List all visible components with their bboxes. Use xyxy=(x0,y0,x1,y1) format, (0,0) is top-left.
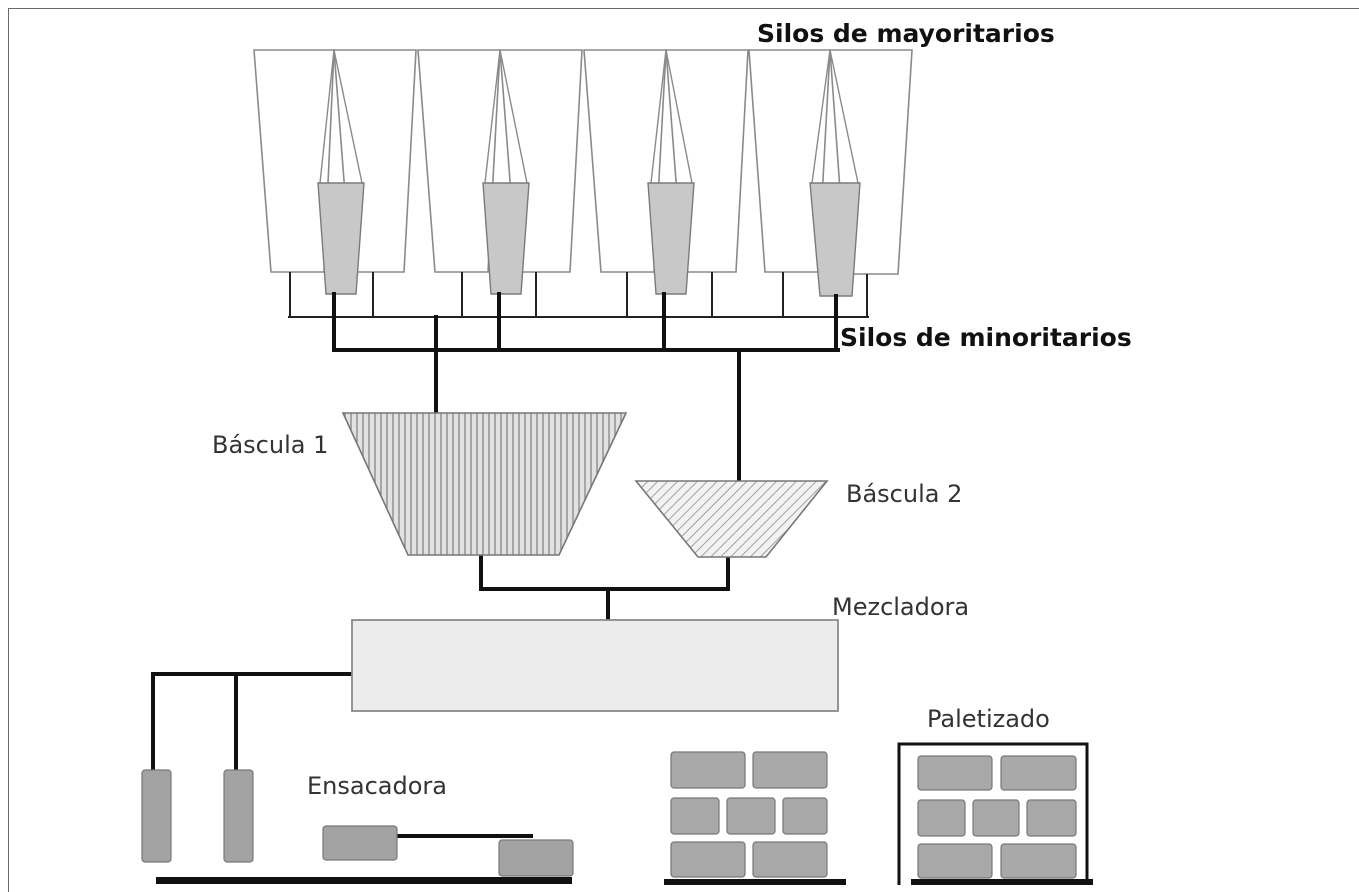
label-silos-minoritarios: Silos de minoritarios xyxy=(840,323,1132,352)
mixer-tank xyxy=(351,619,839,712)
minor-silo-2 xyxy=(482,182,530,295)
major-silo-pipes xyxy=(288,272,869,318)
bag-4 xyxy=(498,839,574,877)
minor-silo-4 xyxy=(809,182,861,297)
bascula-1-hopper xyxy=(341,412,628,556)
diagram-frame xyxy=(8,8,1359,892)
label-ensacadora: Ensacadora xyxy=(307,772,447,800)
conveyor-belt xyxy=(156,877,572,884)
bag-2 xyxy=(223,769,254,863)
label-mezcladora: Mezcladora xyxy=(832,593,970,621)
bascula-2-hopper xyxy=(634,480,829,558)
minor-silo-1 xyxy=(317,182,365,295)
label-bascula-2: Báscula 2 xyxy=(846,480,963,508)
silo-feed-lines xyxy=(319,49,859,184)
minor-silos xyxy=(317,182,861,297)
palletized-load xyxy=(897,742,1093,885)
main-pipes xyxy=(151,292,840,772)
stacked-bags xyxy=(664,751,846,885)
bag-3 xyxy=(322,825,398,861)
bagging-line xyxy=(141,769,574,884)
label-silos-mayoritarios: Silos de mayoritarios xyxy=(757,19,1055,48)
label-bascula-1: Báscula 1 xyxy=(212,431,329,459)
minor-silo-3 xyxy=(647,182,695,295)
label-paletizado: Paletizado xyxy=(927,705,1050,733)
bag-1 xyxy=(141,769,172,863)
major-silo-3 xyxy=(417,49,501,273)
